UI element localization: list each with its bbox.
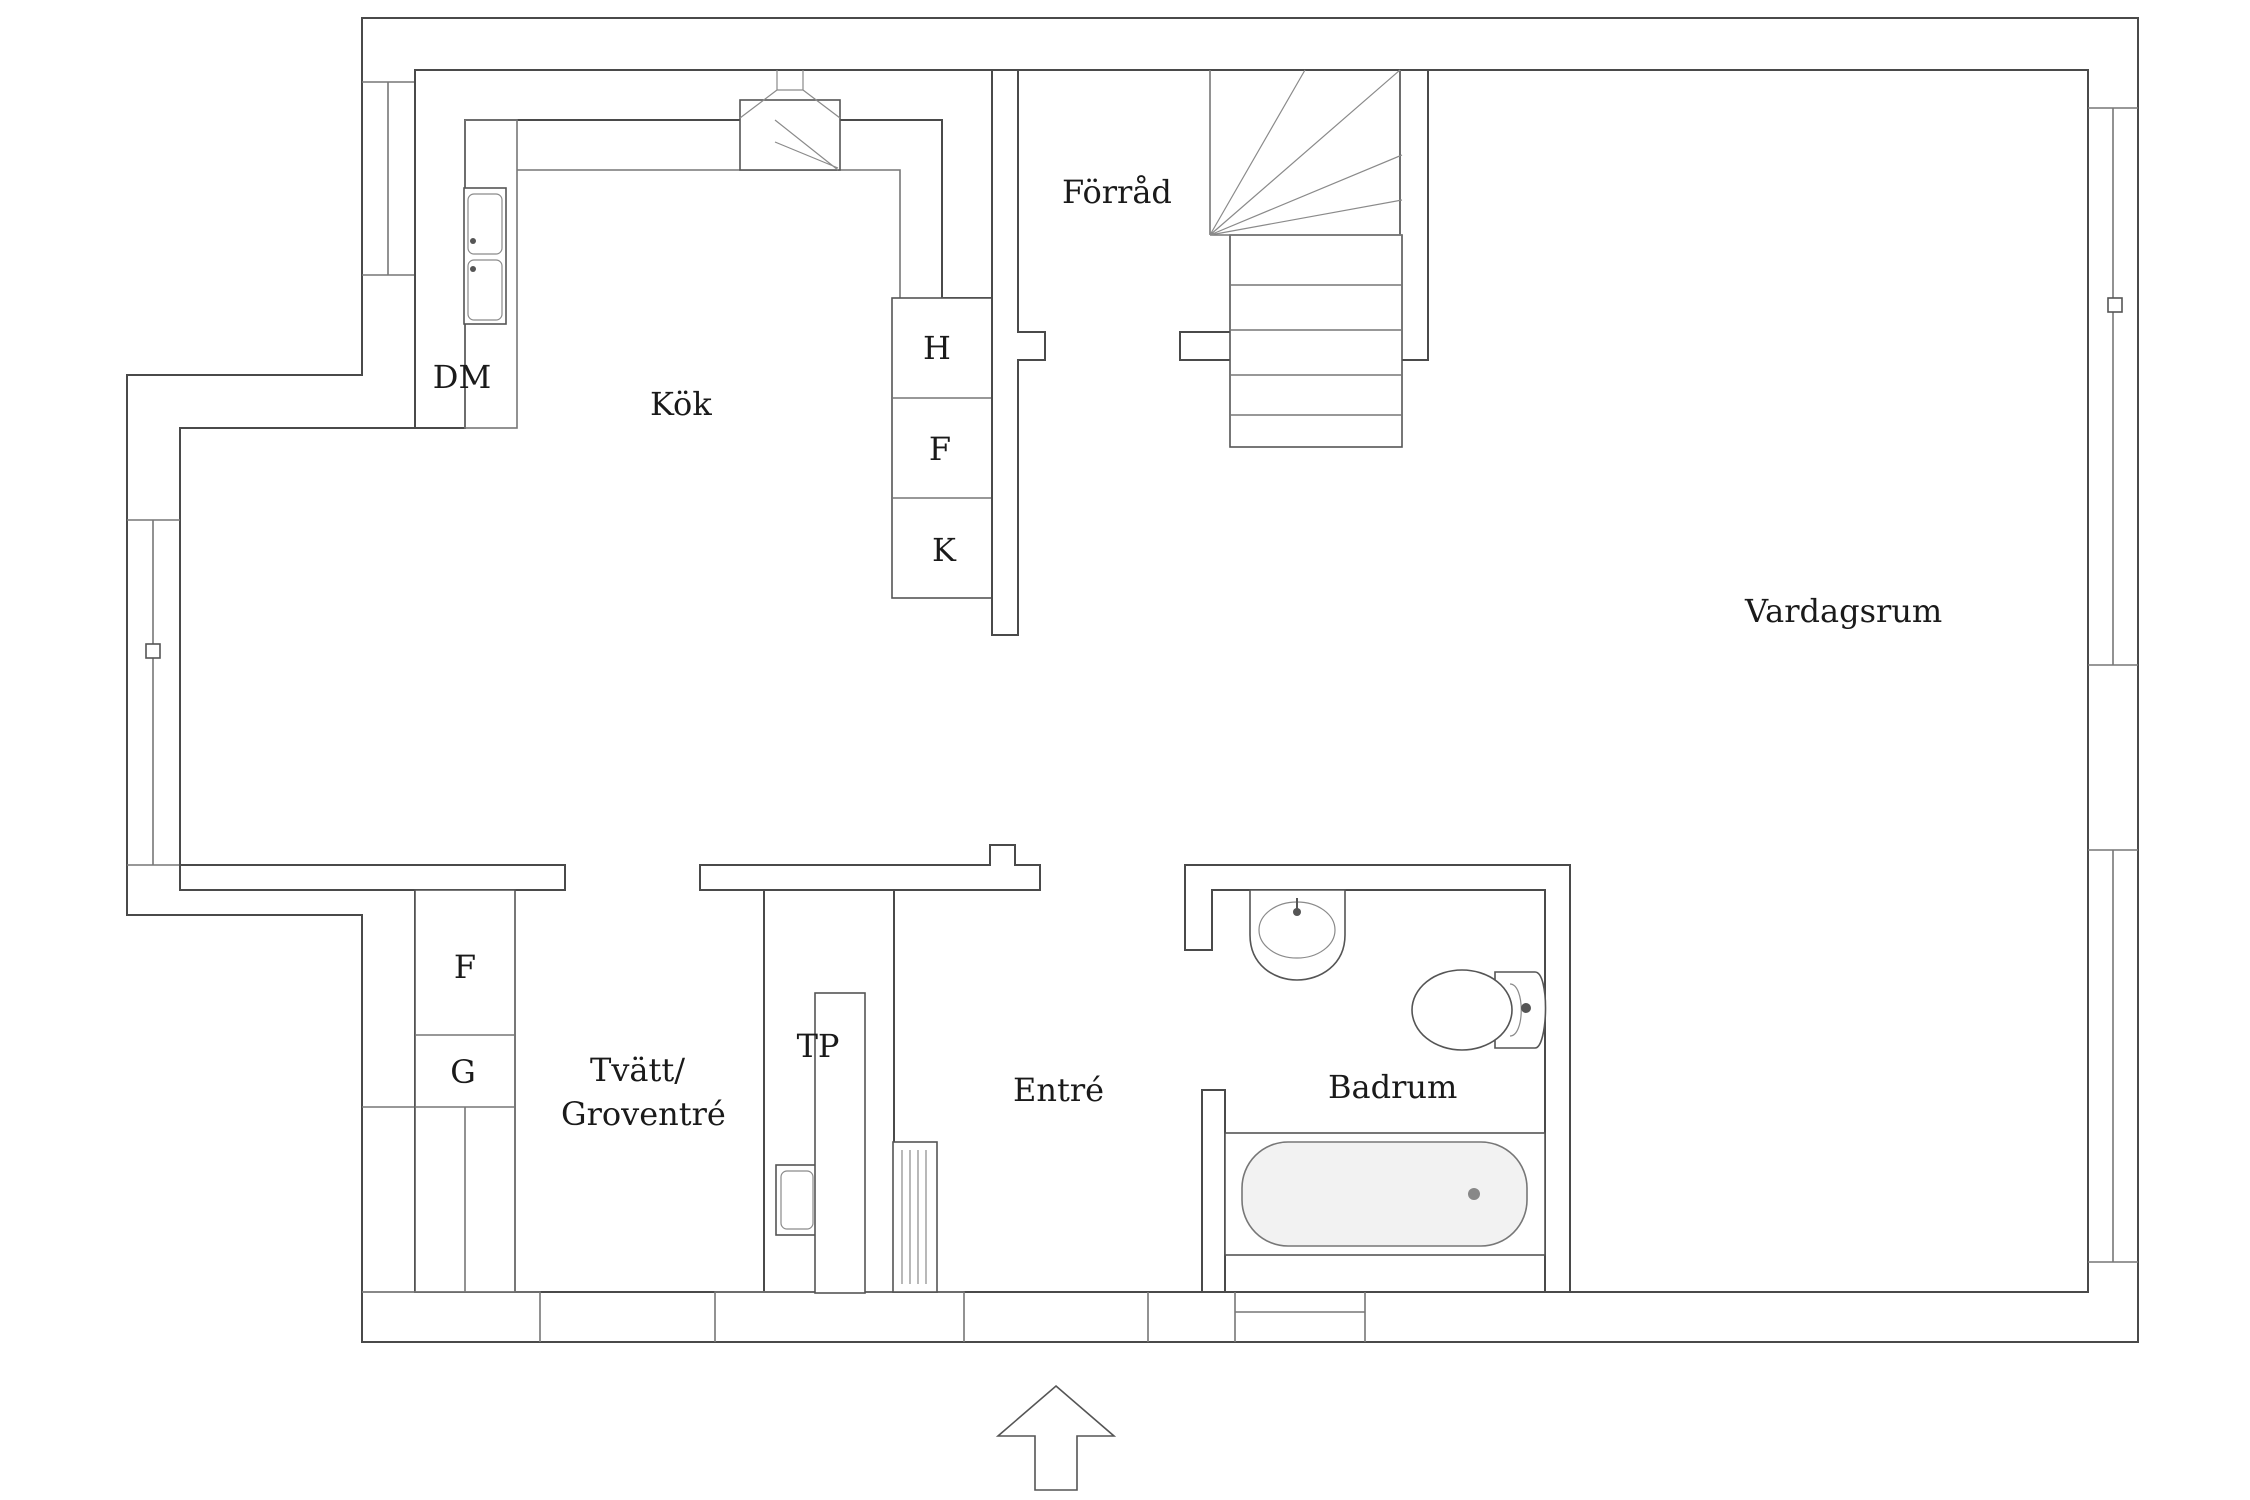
tp-cabinet: TP [797, 992, 866, 1294]
kitchen-counter [414, 69, 993, 599]
laundry-sink-icon [775, 1164, 819, 1236]
kitchen-sink-icon [463, 187, 507, 325]
kitchen-appliance-labels: DM H F K [433, 329, 957, 569]
label-h: H [923, 329, 951, 367]
room-label-forrad: Förråd [1062, 173, 1172, 211]
room-labels: Kök Förråd Vardagsrum Tvätt/ Groventré E… [561, 173, 1942, 1133]
label-tp: TP [797, 1027, 840, 1065]
room-label-kok: Kök [650, 385, 712, 423]
bathtub-icon [1224, 1132, 1546, 1256]
laundry-appliance-labels: F G [450, 948, 476, 1091]
washbasin-icon [1249, 889, 1346, 981]
label-dm: DM [433, 358, 491, 396]
room-label-entre: Entré [1013, 1071, 1104, 1109]
label-k: K [932, 531, 957, 569]
room-label-vardagsrum: Vardagsrum [1744, 592, 1942, 630]
radiator-icon [892, 1141, 938, 1293]
toilet-icon [1411, 969, 1547, 1051]
label-f-kitchen: F [929, 430, 951, 468]
room-label-badrum: Badrum [1328, 1068, 1457, 1106]
entrance-threshold [1147, 1292, 1366, 1342]
laundry-cabinets [362, 889, 965, 1342]
range-hood-icon [739, 70, 841, 171]
label-g: G [450, 1053, 476, 1091]
room-label-tvatt: Tvätt/ [590, 1051, 685, 1089]
room-label-groventre: Groventré [561, 1095, 726, 1133]
label-f-laundry: F [454, 948, 476, 986]
staircase-icon [1209, 69, 1403, 448]
entrance-arrow-icon [995, 1384, 1117, 1491]
